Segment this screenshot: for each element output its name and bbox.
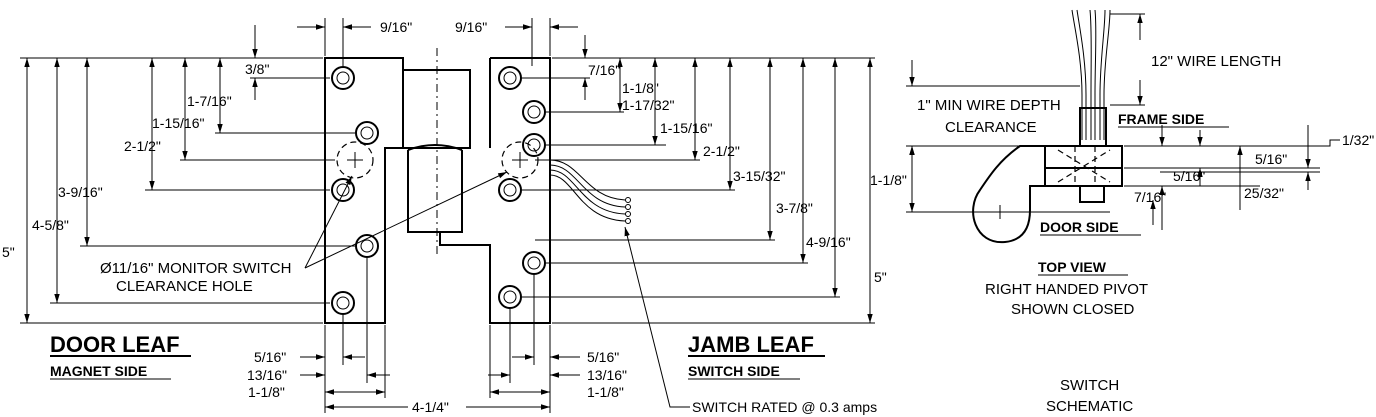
jamb-screw-hole (522, 133, 546, 157)
dim-3-9-16: 3-9/16" (58, 184, 103, 200)
switch-rating-leader (624, 226, 690, 408)
dim-7-16: 7/16" (588, 62, 620, 78)
dim-2-1-2-right: 2-1/2" (703, 143, 740, 159)
door-side-label: DOOR SIDE (1040, 219, 1119, 235)
dim-1-7-16: 1-7/16" (187, 93, 232, 109)
dim-2-1-2-left: 2-1/2" (124, 138, 161, 154)
wire-depth-label-line2: CLEARANCE (945, 119, 1037, 136)
top-dim-25-32: 25/32" (1244, 185, 1284, 201)
monitor-hole-label-line2: CLEARANCE HOLE (116, 278, 253, 295)
door-screw-hole (331, 178, 355, 202)
jamb-leaf-outline (439, 57, 551, 324)
jamb-screw-hole (498, 285, 522, 309)
dim-1-17-32: 1-17/32" (622, 97, 674, 113)
top-dim-5-16-a: 5/16" (1255, 151, 1287, 167)
jamb-leaf-subtitle: SWITCH SIDE (688, 363, 780, 379)
wire-length-label: 12" WIRE LENGTH (1151, 53, 1281, 70)
wire-depth-label-line1: 1" MIN WIRE DEPTH (917, 97, 1061, 114)
schematic-label-line1: SWITCH (1060, 377, 1119, 394)
dim-9-16-right: 9/16" (455, 19, 487, 35)
dim-3-15-32: 3-15/32" (733, 168, 785, 184)
jamb-screw-hole (522, 251, 546, 275)
top-dim-1-1-8: 1-1/8" (870, 172, 907, 188)
door-screw-hole (355, 121, 379, 145)
door-screw-hole (331, 291, 355, 315)
jamb-leaf-dimensions (522, 35, 875, 324)
door-leaf-title: DOOR LEAF (50, 332, 180, 357)
dim-4-1-4: 4-1/4" (412, 399, 449, 415)
dim-3-8: 3/8" (245, 61, 269, 77)
door-screw-hole (355, 234, 379, 258)
dim-13-16-bottom-left: 13/16" (247, 367, 287, 383)
top-view-dimensions (906, 13, 1340, 230)
top-view-caption-line1: RIGHT HANDED PIVOT (985, 281, 1148, 298)
top-dim-1-32: 1/32" (1342, 132, 1374, 148)
top-dim-7-16: 7/16" (1134, 189, 1166, 205)
dim-4-5-8: 4-5/8" (32, 217, 69, 233)
door-monitor-hole (336, 141, 374, 179)
door-leaf-dimensions (20, 25, 355, 324)
dim-1-1-8-right: 1-1/8" (622, 80, 659, 96)
door-block (1044, 167, 1123, 187)
door-leaf-drawing (324, 48, 471, 324)
dim-1-1-8-bottom-left: 1-1/8" (248, 384, 285, 400)
jamb-screw-hole (498, 66, 522, 90)
door-leaf-outline (324, 57, 471, 324)
jamb-screw-hole (498, 178, 522, 202)
frame-side-label: FRAME SIDE (1118, 111, 1204, 127)
door-screw-hole (331, 66, 355, 90)
dim-1-1-8-bottom-right: 1-1/8" (587, 384, 624, 400)
dim-9-16-left: 9/16" (380, 19, 412, 35)
jamb-screw-hole (522, 100, 546, 124)
top-view-title: TOP VIEW (1038, 259, 1107, 275)
jamb-monitor-hole (501, 141, 539, 179)
top-view-drawing (906, 9, 1123, 244)
dim-4-9-16: 4-9/16" (806, 234, 851, 250)
schematic-label-line2: SCHEMATIC (1046, 398, 1133, 415)
switch-rating-label: SWITCH RATED @ 0.3 amps (692, 399, 877, 415)
dim-5-left: 5" (2, 244, 15, 260)
pivot-arm (972, 145, 1045, 244)
dim-13-16-bottom-right: 13/16" (587, 367, 627, 383)
jamb-leaf-title: JAMB LEAF (688, 332, 814, 357)
monitor-hole-label-line1: Ø11/16" MONITOR SWITCH (100, 260, 291, 277)
top-view-caption-line2: SHOWN CLOSED (1011, 301, 1135, 318)
switch-wires (549, 159, 631, 224)
dim-5-16-bottom-left: 5/16" (254, 349, 286, 365)
monitor-hole-leader (304, 171, 508, 269)
door-leaf-subtitle: MAGNET SIDE (50, 363, 147, 379)
door-cylinder (407, 144, 463, 233)
dim-1-15-16-left: 1-15/16" (152, 115, 204, 131)
bottom-dimensions (300, 258, 580, 413)
frame-block (1044, 145, 1123, 169)
dim-3-7-8: 3-7/8" (776, 200, 813, 216)
dim-1-15-16-right: 1-15/16" (660, 120, 712, 136)
top-dim-5-16-b: 5/16" (1173, 168, 1205, 184)
top-dimensions (297, 18, 578, 66)
dim-5-right: 5" (874, 269, 887, 285)
dim-5-16-bottom-right: 5/16" (587, 349, 619, 365)
